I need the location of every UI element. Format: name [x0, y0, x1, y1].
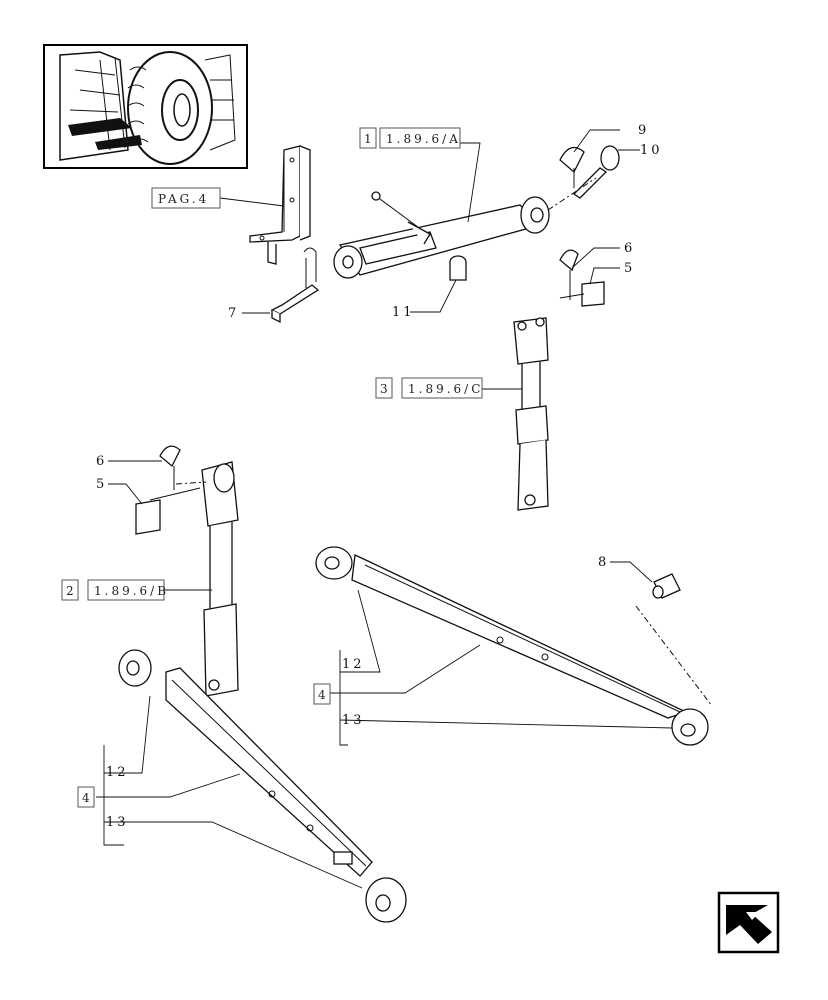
part-label-11: 11	[392, 305, 415, 320]
lynch-pin-9	[559, 146, 585, 188]
svg-text:1.89.6/A: 1.89.6/A	[386, 132, 461, 146]
svg-text:1: 1	[364, 132, 375, 146]
hitch-pin-7	[270, 247, 320, 324]
svg-text:PAG.4: PAG.4	[158, 192, 209, 206]
part-label-6-right: 6	[624, 241, 635, 256]
lower-link-left	[118, 649, 407, 923]
part-label-9: 9	[638, 123, 649, 138]
part-label-12-left: 12	[106, 765, 129, 780]
svg-text:3: 3	[380, 382, 391, 396]
part-label-6-left: 6	[96, 454, 107, 469]
part-label-13-right: 13	[342, 713, 365, 728]
svg-text:1.89.6/B: 1.89.6/B	[94, 584, 169, 598]
leader-lines	[96, 129, 673, 889]
callout-4-right[interactable]: 4	[313, 683, 331, 705]
callout-4-left[interactable]: 4	[77, 786, 95, 808]
callout-ref-2[interactable]: 2 1.89.6/B	[61, 579, 169, 601]
part-label-7: 7	[228, 306, 239, 321]
callout-ref-3[interactable]: 3 1.89.6/C	[375, 377, 483, 399]
callout-pag-4[interactable]: PAG.4	[151, 187, 221, 209]
tractor-thumbnail	[43, 44, 248, 169]
ring-pin-10	[572, 145, 620, 199]
part-label-13-left: 13	[106, 815, 129, 830]
part-label-8: 8	[598, 555, 609, 570]
svg-text:4: 4	[318, 688, 329, 702]
part-label-5-right: 5	[624, 261, 635, 276]
part-label-12-right: 12	[342, 657, 365, 672]
svg-text:2: 2	[66, 584, 77, 598]
part-label-10: 10	[640, 143, 663, 158]
stabilizer-left	[135, 445, 239, 697]
return-arrow-icon[interactable]	[717, 891, 780, 954]
svg-text:4: 4	[82, 791, 93, 805]
top-link-assembly	[333, 191, 550, 279]
stabilizer-right	[513, 249, 605, 511]
svg-text:1.89.6/C: 1.89.6/C	[408, 382, 483, 396]
sleeve-11	[449, 255, 467, 281]
support-bracket	[249, 145, 311, 265]
callout-ref-1[interactable]: 1 1.89.6/A	[359, 127, 461, 149]
lower-link-right	[315, 546, 713, 746]
part-label-5-left: 5	[96, 477, 107, 492]
